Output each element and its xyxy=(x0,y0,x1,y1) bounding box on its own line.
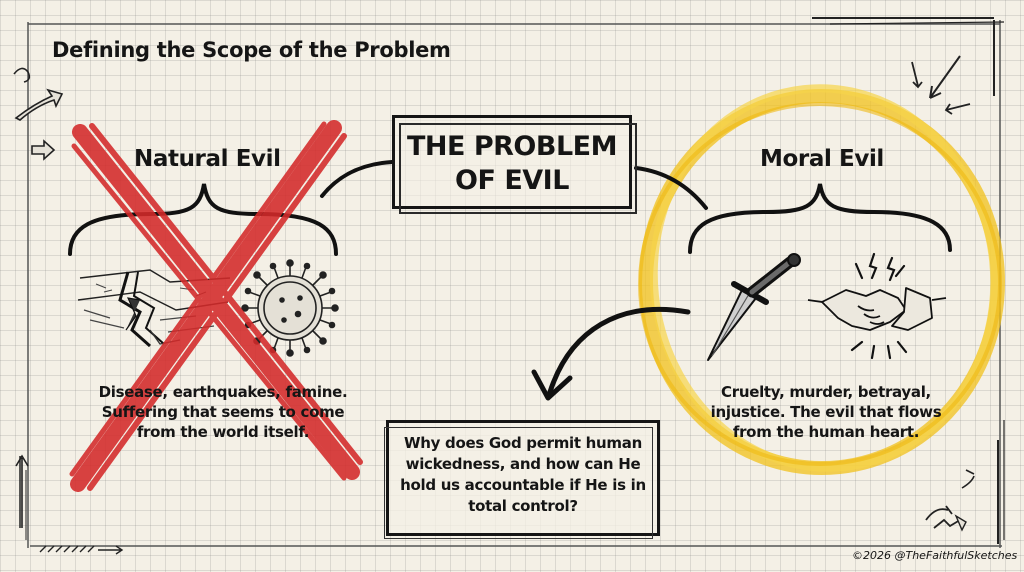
moral-evil-description: Cruelty, murder, betrayal, injustice. Th… xyxy=(710,383,942,441)
natural-evil-description: Disease, earthquakes, famine. Suffering … xyxy=(98,383,348,441)
moral-evil-heading: Moral Evil xyxy=(760,146,884,172)
central-title: THE PROBLEM OF EVIL xyxy=(395,130,629,198)
central-title-box: THE PROBLEM OF EVIL xyxy=(392,115,637,214)
natural-evil-heading: Natural Evil xyxy=(134,146,281,172)
central-title-line-2: OF EVIL xyxy=(455,165,569,196)
page-title: Defining the Scope of the Problem xyxy=(52,38,451,62)
central-title-line-1: THE PROBLEM xyxy=(407,131,618,162)
copyright-notice: ©2026 @TheFaithfulSketches xyxy=(852,549,1018,562)
question-box: Why does God permit human wickedness, an… xyxy=(384,420,660,539)
question-text: Why does God permit human wickedness, an… xyxy=(400,434,646,515)
